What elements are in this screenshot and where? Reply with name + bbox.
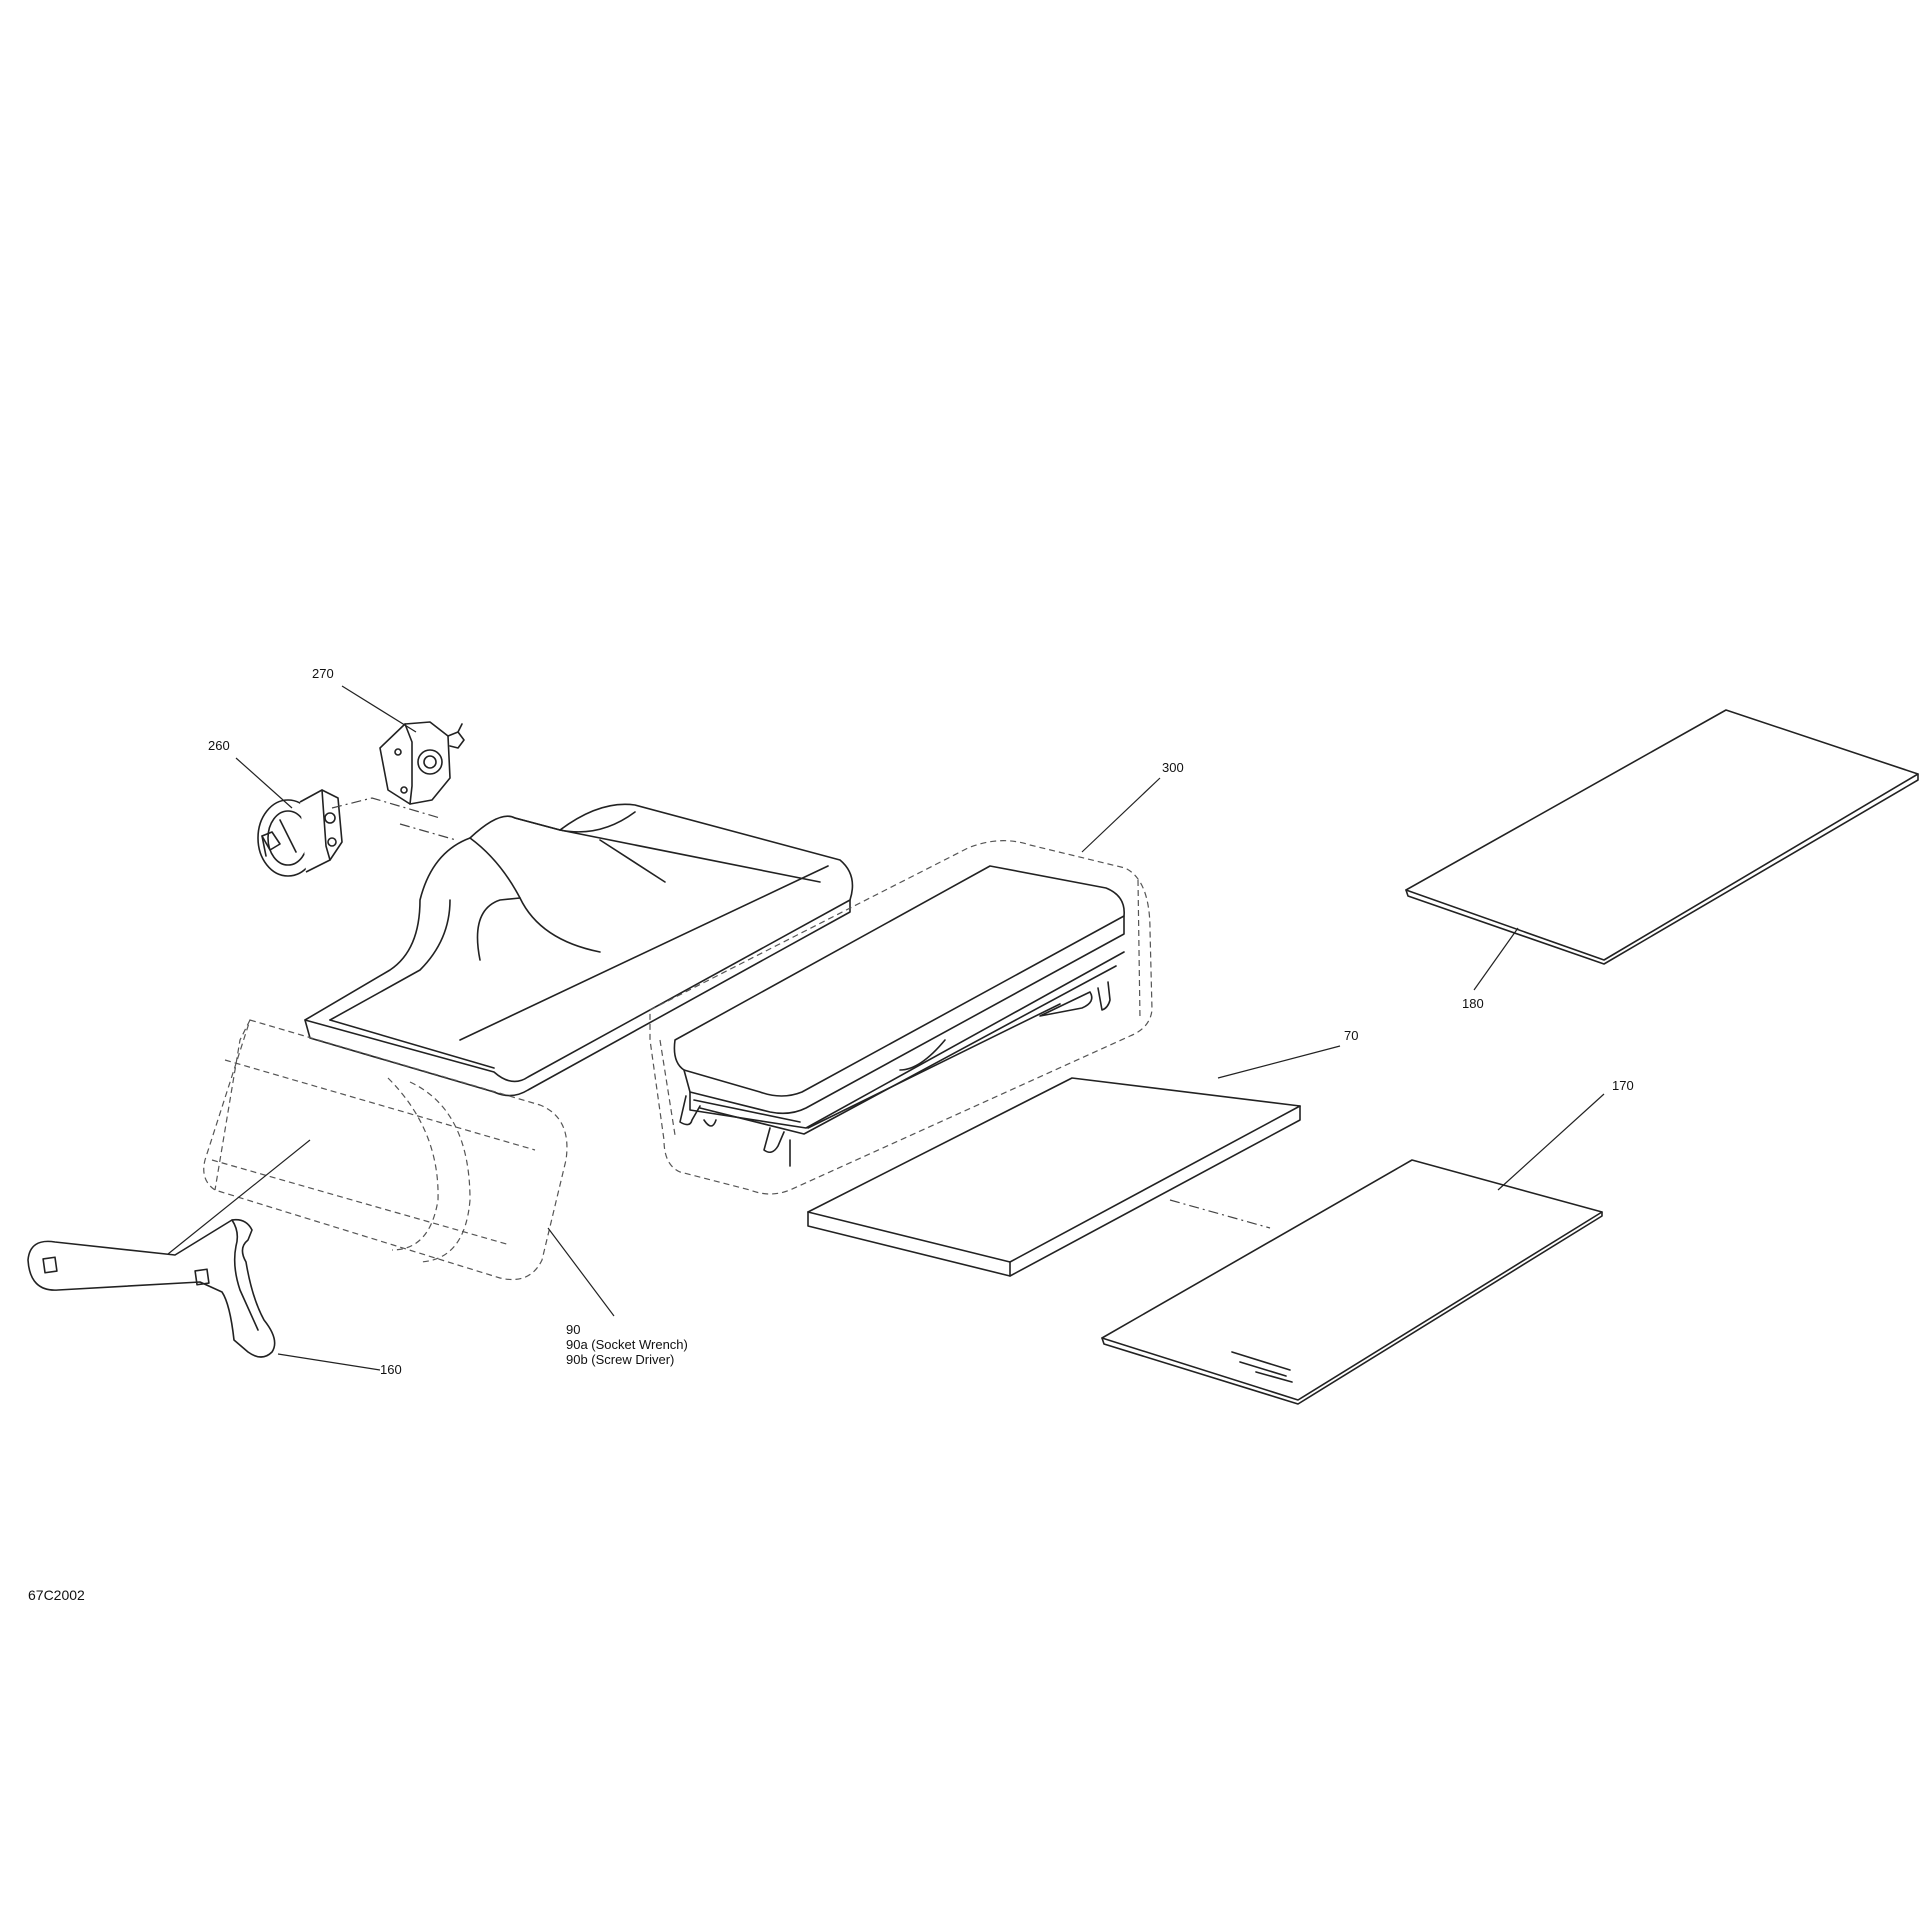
part-180-flat-sheet[interactable] [1405,709,1919,965]
callout-70: 70 [1344,1028,1358,1043]
part-270-connector-cap[interactable] [379,721,465,805]
storage-tray [304,803,854,1097]
callout-90a: 90a (Socket Wrench) [566,1337,688,1352]
callout-90: 90 [566,1322,580,1337]
drawing-number: 67C2002 [28,1587,85,1603]
callout-300: 300 [1162,760,1184,775]
part-90-tool-kit-bag[interactable] [203,1019,568,1281]
pad-axis-line [1169,1199,1271,1229]
part-300-seat-assembly[interactable] [649,840,1153,1195]
callout-90b: 90b (Screw Driver) [566,1352,674,1367]
part-160-spanner-wrench[interactable] [27,1218,276,1358]
callout-170: 170 [1612,1078,1634,1093]
callout-260: 260 [208,738,230,753]
part-260-connector-housing[interactable] [257,789,343,877]
callout-160: 160 [380,1362,402,1377]
callout-270: 270 [312,666,334,681]
connector-axis-line [331,797,441,819]
part-70-foam-pad[interactable] [807,1077,1301,1277]
leader-lines [167,685,1605,1371]
part-170-decal-sheet[interactable] [1101,1159,1603,1405]
callout-180: 180 [1462,996,1484,1011]
